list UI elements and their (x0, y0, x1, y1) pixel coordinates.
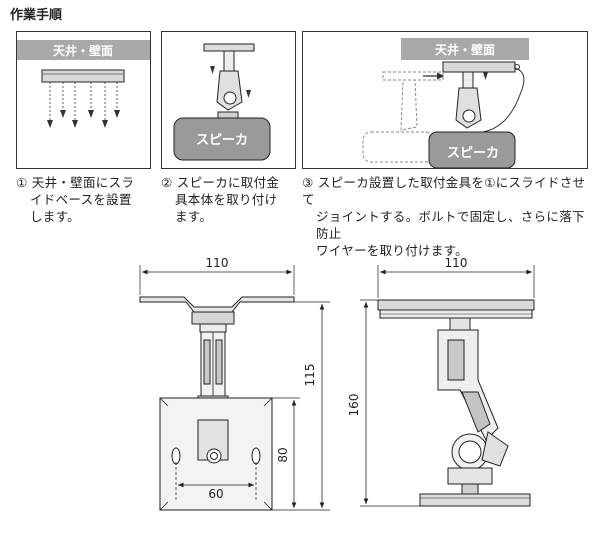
front-width-label: 110 (206, 256, 229, 270)
step1-line3: します。 (30, 209, 80, 224)
front-view (139, 265, 330, 511)
total-height-label: 160 (347, 394, 361, 417)
slide-base (41, 69, 125, 83)
ceiling-band (401, 38, 529, 60)
step1-line1: 天井・壁面にスラ (31, 175, 135, 190)
speaker-body (428, 131, 516, 168)
step2-illustration: スピーカ (161, 31, 296, 169)
ghost-assembly (362, 71, 444, 163)
screw-icon (246, 90, 251, 98)
step1-drawing: 天井・壁面 (17, 40, 150, 128)
screw-icons (47, 110, 120, 128)
step2-line2: 具本体を取り付け (175, 192, 278, 207)
bracket-joint (462, 109, 476, 123)
hole-pitch-label: 60 (208, 487, 223, 501)
screw-guides (49, 82, 118, 120)
procedure-title: 作業手順 (10, 8, 63, 23)
safety-wire (482, 67, 525, 133)
step3-number: ③ (302, 175, 314, 190)
speaker-label: スピーカ (447, 146, 499, 161)
bolt-icon (483, 72, 488, 80)
step2-number: ② (161, 175, 173, 190)
screw-icon (210, 66, 215, 74)
ceiling-label: 天井・壁面 (435, 42, 495, 57)
step3-text: ③ スピーカ設置した取付金具を①にスライドさせて ジョイントする。ボルトで固定し… (302, 174, 592, 259)
wire-anchor (514, 64, 520, 70)
arm-height-label: 115 (303, 364, 317, 387)
ceiling-band (17, 40, 150, 60)
speaker-label: スピーカ (196, 133, 248, 148)
dimension-drawings: 110 60 115 80 110 160 (139, 256, 535, 511)
step1-illustration: 天井・壁面 (16, 31, 151, 169)
bracket-stem (223, 50, 235, 72)
bracket-joint (223, 91, 237, 105)
side-view (360, 265, 535, 507)
step3-illustration: 天井・壁面 スピーカ (302, 31, 588, 169)
step3-line1: スピーカ設置した取付金具を①にスライドさせて (302, 175, 586, 207)
step3-line3: ワイヤーを取り付けます。 (316, 243, 468, 258)
step1-line2: イドベースを設置 (30, 192, 132, 207)
step2-line3: ます。 (175, 209, 213, 224)
bracket-stem (462, 71, 474, 89)
slide-base (442, 61, 516, 73)
step3-drawing: 天井・壁面 スピーカ (362, 38, 529, 168)
step1-text: ① 天井・壁面にスラ イドベースを設置 します。 (16, 174, 156, 225)
step3-line2: ジョイントする。ボルトで固定し、さらに落下防止 (316, 209, 585, 241)
plate-height-label: 80 (276, 447, 290, 462)
step1-number: ① (16, 175, 28, 190)
step2-drawing: スピーカ (173, 43, 271, 161)
speaker-body (173, 117, 271, 161)
step2-text: ② スピーカに取付金 具本体を取り付け ます。 (161, 174, 301, 225)
ceiling-label: 天井・壁面 (53, 43, 113, 58)
bracket-top-plate (203, 43, 255, 52)
side-width-label: 110 (445, 256, 468, 270)
step2-line1: スピーカに取付金 (176, 175, 280, 190)
